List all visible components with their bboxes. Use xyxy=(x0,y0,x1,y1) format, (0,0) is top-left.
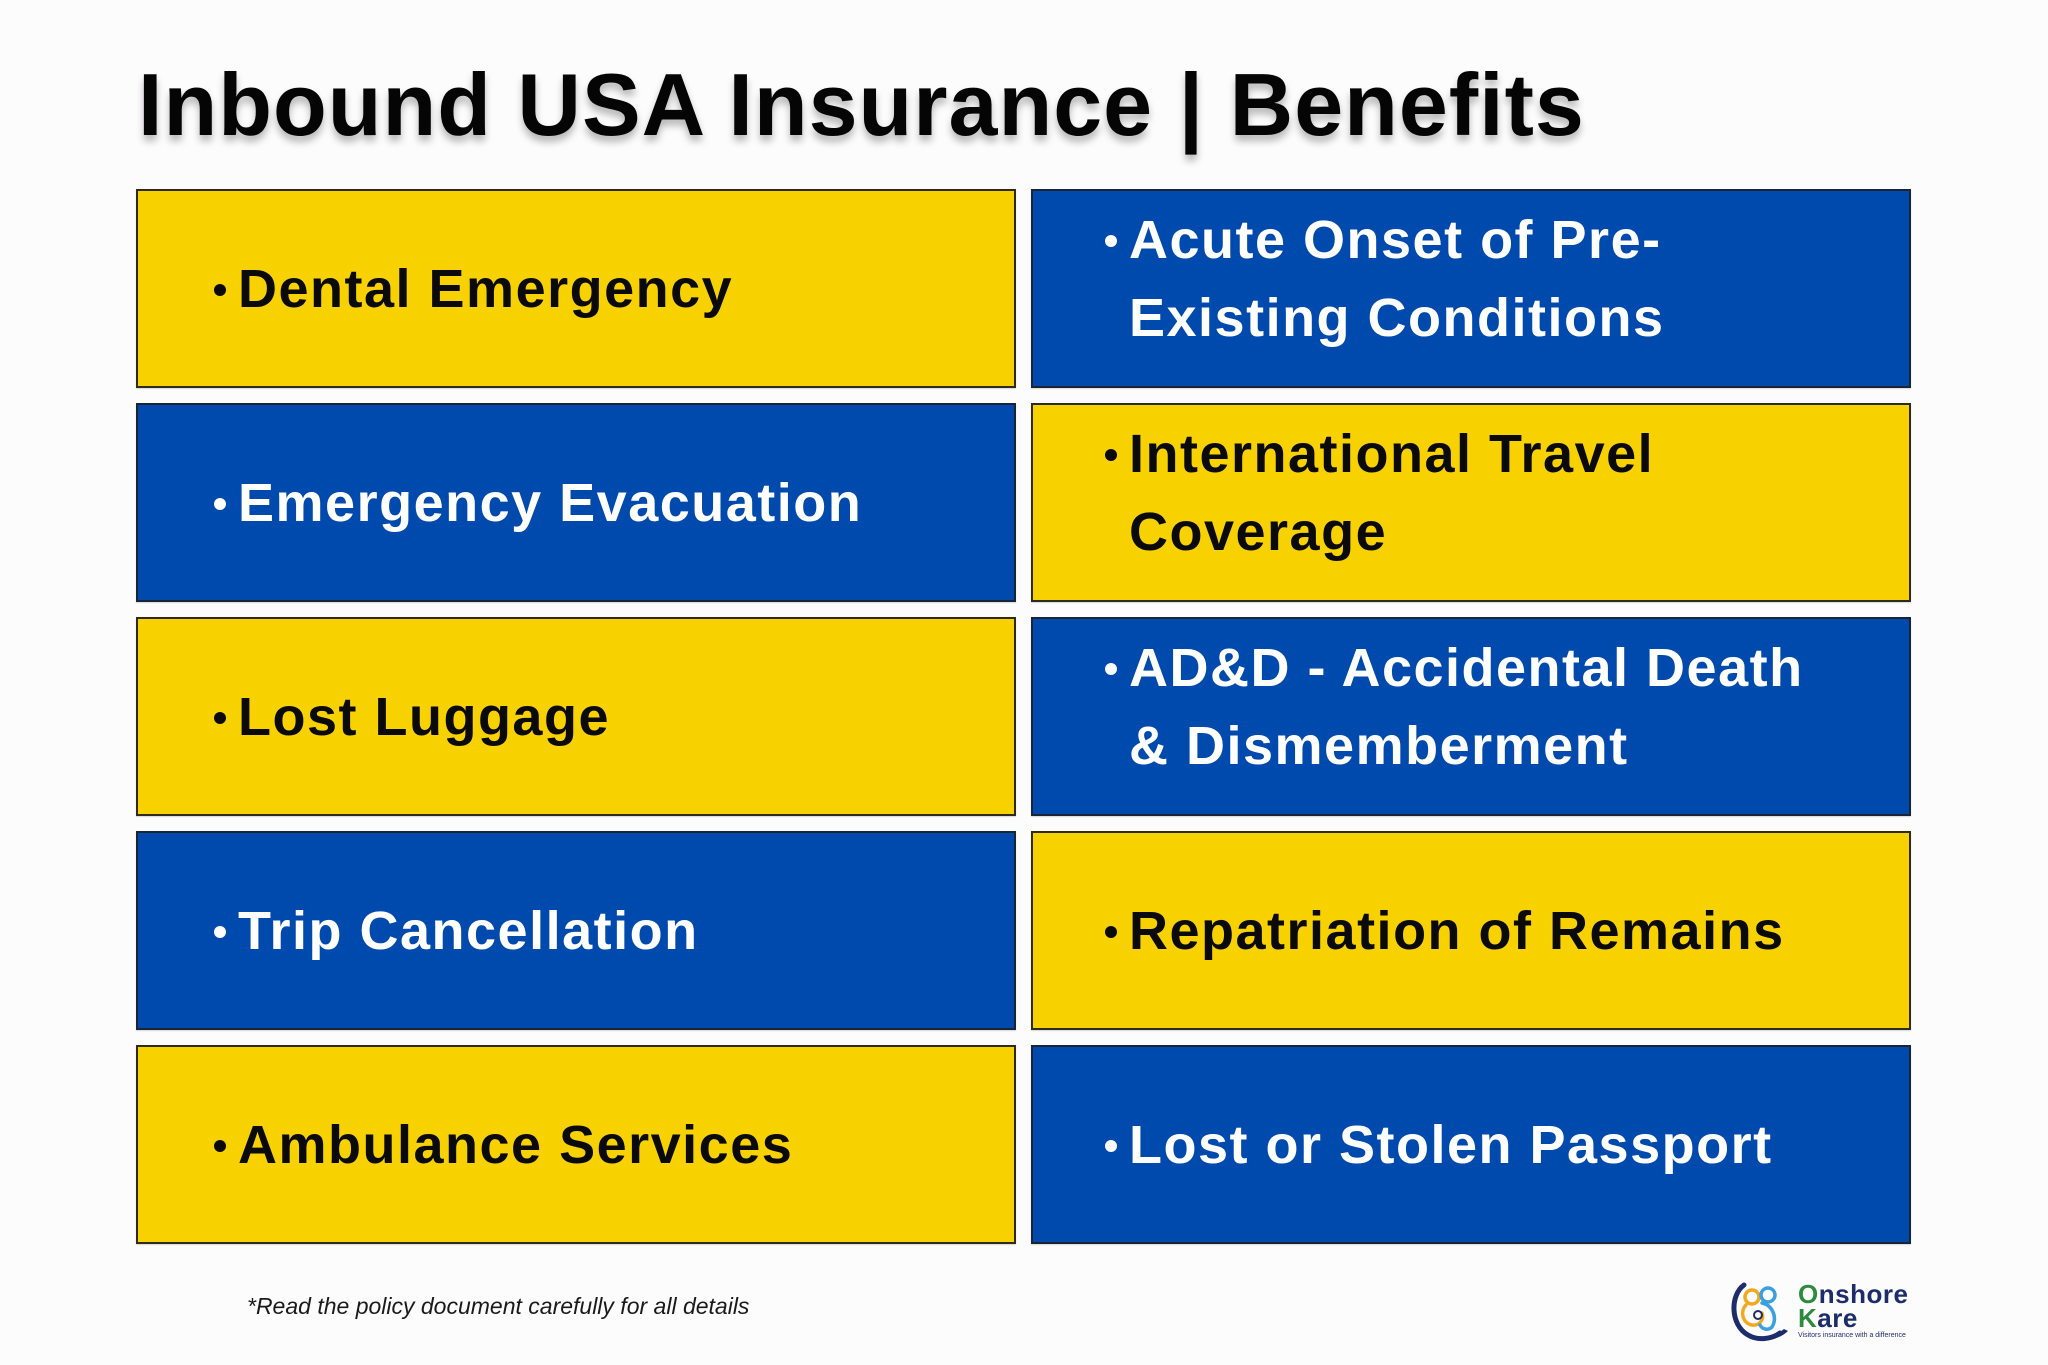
benefit-card-trip-cancellation: Trip Cancellation xyxy=(136,831,1016,1030)
benefit-label: AD&D - Accidental Death & Dismemberment xyxy=(1129,629,1804,785)
onshore-kare-logo: Onshore Kare Visitors insurance with a d… xyxy=(1728,1275,1918,1345)
bullet-icon xyxy=(1105,663,1117,675)
benefit-item: Ambulance Services xyxy=(214,1106,793,1184)
bullet-icon xyxy=(214,925,226,938)
bullet-icon xyxy=(214,497,226,510)
benefit-item: International Travel Coverage xyxy=(1105,415,1654,571)
benefit-label: Emergency Evacuation xyxy=(238,472,863,533)
benefit-label: International Travel Coverage xyxy=(1129,415,1654,571)
benefit-label-line2: Coverage xyxy=(1129,502,1388,562)
benefit-item: Repatriation of Remains xyxy=(1105,892,1785,970)
benefit-item: Lost or Stolen Passport xyxy=(1105,1106,1773,1184)
bullet-icon xyxy=(1105,925,1117,938)
bullet-icon xyxy=(1105,1139,1117,1152)
bullet-icon xyxy=(214,1139,226,1152)
benefit-label: Dental Emergency xyxy=(238,258,734,319)
benefit-item: Dental Emergency xyxy=(214,250,733,328)
logo-name-line1: Onshore xyxy=(1798,1278,1909,1309)
logo-name-rest: nshore xyxy=(1818,1278,1909,1309)
benefit-item: Emergency Evacuation xyxy=(214,464,862,542)
benefit-card-ambulance-services: Ambulance Services xyxy=(136,1045,1016,1244)
benefit-label: Ambulance Services xyxy=(238,1114,794,1175)
benefit-card-dental-emergency: Dental Emergency xyxy=(136,189,1016,388)
benefit-card-add: AD&D - Accidental Death & Dismemberment xyxy=(1031,617,1911,816)
benefit-card-emergency-evacuation: Emergency Evacuation xyxy=(136,403,1016,602)
benefit-card-international-travel: International Travel Coverage xyxy=(1031,403,1911,602)
benefit-label: Trip Cancellation xyxy=(238,900,699,961)
benefit-card-acute-onset: Acute Onset of Pre- Existing Conditions xyxy=(1031,189,1911,388)
bullet-icon xyxy=(214,711,226,724)
benefit-item: Acute Onset of Pre- Existing Conditions xyxy=(1105,201,1665,357)
benefit-card-repatriation: Repatriation of Remains xyxy=(1031,831,1911,1030)
disclaimer-note: *Read the policy document carefully for … xyxy=(247,1293,750,1319)
benefit-label-line2: & Dismemberment xyxy=(1129,716,1629,776)
benefit-card-lost-luggage: Lost Luggage xyxy=(136,617,1016,816)
logo-wordmark: Onshore Kare Visitors insurance with a d… xyxy=(1798,1278,1909,1339)
benefit-label: Repatriation of Remains xyxy=(1129,900,1785,961)
benefit-item: AD&D - Accidental Death & Dismemberment xyxy=(1105,629,1804,785)
bullet-icon xyxy=(1105,449,1117,461)
benefit-item: Trip Cancellation xyxy=(214,892,699,970)
family-hands-logo-icon xyxy=(1731,1282,1788,1342)
benefit-label-line1: AD&D - Accidental Death xyxy=(1129,638,1804,698)
benefit-card-lost-passport: Lost or Stolen Passport xyxy=(1031,1045,1911,1244)
benefit-item: Lost Luggage xyxy=(214,678,610,756)
logo-name-rest: are xyxy=(1817,1302,1858,1333)
benefits-grid: Dental Emergency Acute Onset of Pre- Exi… xyxy=(136,189,1912,1244)
benefit-label: Lost Luggage xyxy=(238,686,610,747)
logo-tagline: Visitors insurance with a difference xyxy=(1798,1331,1906,1339)
bullet-icon xyxy=(214,283,226,296)
logo-name-line2: Kare xyxy=(1798,1302,1908,1333)
benefit-label: Acute Onset of Pre- Existing Conditions xyxy=(1129,201,1665,357)
bullet-icon xyxy=(1105,235,1117,247)
benefit-label-line1: Acute Onset of Pre- xyxy=(1129,210,1662,270)
benefit-label: Lost or Stolen Passport xyxy=(1129,1114,1773,1175)
benefit-label-line1: International Travel xyxy=(1129,424,1655,484)
benefit-label-line2: Existing Conditions xyxy=(1129,288,1665,348)
logo-accent-letter: K xyxy=(1798,1302,1818,1333)
logo-accent-letter: O xyxy=(1798,1278,1819,1309)
page-title: Inbound USA Insurance | Benefits xyxy=(138,55,1585,154)
